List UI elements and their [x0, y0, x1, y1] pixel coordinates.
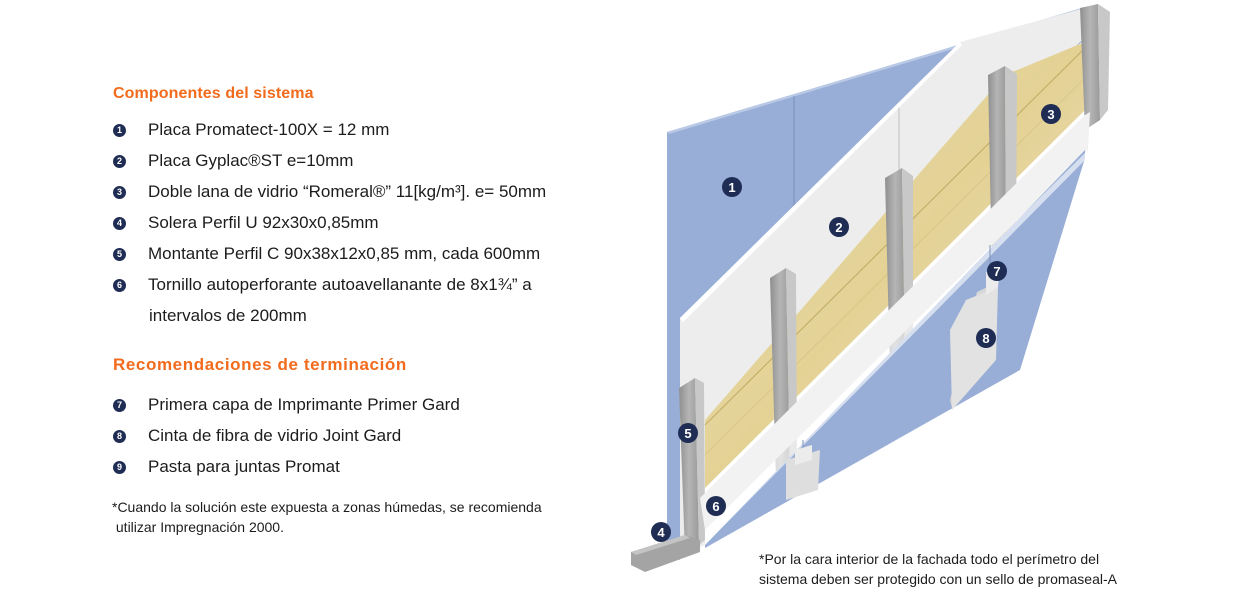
- finishing-item-8: 8 Cinta de fibra de vidrio Joint Gard: [113, 426, 401, 446]
- number-badge-icon: 4: [113, 216, 126, 230]
- finishing-heading: Recomendaciones de terminación: [113, 355, 407, 374]
- callout-badge-6: 6: [706, 496, 726, 516]
- number-badge-icon: 6: [113, 278, 126, 292]
- number-badge-icon: 8: [113, 429, 126, 443]
- component-item-4: 4 Solera Perfil U 92x30x0,85mm: [113, 213, 379, 233]
- promatect-board-front: [700, 112, 1090, 548]
- component-label: Tornillo autoperforante autoavellanante …: [148, 275, 532, 294]
- u-track: [631, 535, 700, 572]
- callout-badge-1: 1: [722, 177, 742, 197]
- components-heading: Componentes del sistema: [113, 85, 314, 102]
- finishing-label: Cinta de fibra de vidrio Joint Gard: [148, 426, 402, 445]
- component-label: Placa Promatect-100X = 12 mm: [148, 120, 390, 139]
- humid-note-line-2: utilizar Impregnación 2000.: [112, 519, 284, 535]
- callout-badge-7: 7: [987, 261, 1007, 281]
- component-item-6-continuation: intervalos de 200mm: [149, 306, 307, 325]
- joint-tape: [786, 265, 1000, 500]
- perimeter-seal-note: *Por la cara interior de la fachada todo…: [759, 549, 1179, 589]
- component-item-3: 3 Doble lana de vidrio “Romeral®” 11[kg/…: [113, 182, 546, 202]
- perimeter-note-line-2: sistema deben ser protegido con un sello…: [759, 571, 1117, 587]
- component-item-2: 2 Placa Gyplac®ST e=10mm: [113, 151, 353, 171]
- callout-badge-2: 2: [829, 217, 849, 237]
- callout-badge-4: 4: [651, 522, 671, 542]
- component-item-5: 5 Montante Perfil C 90x38x12x0,85 mm, ca…: [113, 244, 540, 264]
- number-badge-icon: 3: [113, 185, 126, 199]
- number-badge-icon: 9: [113, 460, 126, 474]
- callout-badge-5: 5: [678, 423, 698, 443]
- component-label: Doble lana de vidrio “Romeral®” 11[kg/m³…: [148, 182, 547, 201]
- finishing-item-9: 9 Pasta para juntas Promat: [113, 457, 340, 477]
- component-item-1: 1 Placa Promatect-100X = 12 mm: [113, 120, 389, 140]
- finishing-item-7: 7 Primera capa de Imprimante Primer Gard: [113, 395, 460, 415]
- component-label: Montante Perfil C 90x38x12x0,85 mm, cada…: [148, 244, 541, 263]
- number-badge-icon: 1: [113, 123, 126, 137]
- component-item-6: 6 Tornillo autoperforante autoavellanant…: [113, 275, 532, 295]
- finishing-label: Primera capa de Imprimante Primer Gard: [148, 395, 460, 414]
- humid-zone-note: *Cuando la solución este expuesta a zona…: [112, 497, 592, 537]
- number-badge-icon: 7: [113, 398, 126, 412]
- component-label: Placa Gyplac®ST e=10mm: [148, 151, 354, 170]
- callout-badge-3: 3: [1041, 104, 1061, 124]
- number-badge-icon: 5: [113, 247, 126, 261]
- callout-badge-8: 8: [976, 328, 996, 348]
- finishing-label: Pasta para juntas Promat: [148, 457, 340, 476]
- number-badge-icon: 2: [113, 154, 126, 168]
- perimeter-note-line-1: *Por la cara interior de la fachada todo…: [759, 551, 1100, 567]
- humid-note-line-1: *Cuando la solución este expuesta a zona…: [112, 499, 542, 515]
- component-label: Solera Perfil U 92x30x0,85mm: [148, 213, 379, 232]
